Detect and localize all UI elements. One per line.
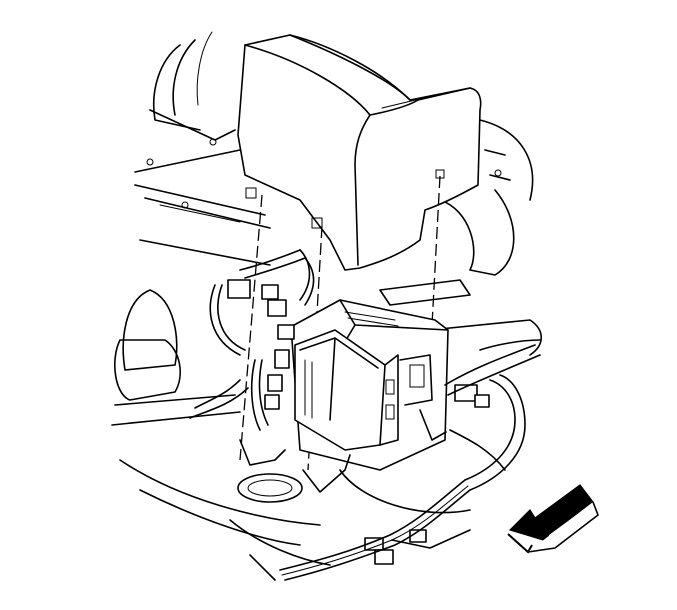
wiring-harness [189, 249, 541, 581]
forward-direction-arrow [507, 484, 599, 554]
module-cover [237, 34, 482, 271]
harness-connectors [227, 279, 490, 565]
electronic-module [294, 329, 433, 451]
vehicle-floor-panel [111, 31, 543, 581]
